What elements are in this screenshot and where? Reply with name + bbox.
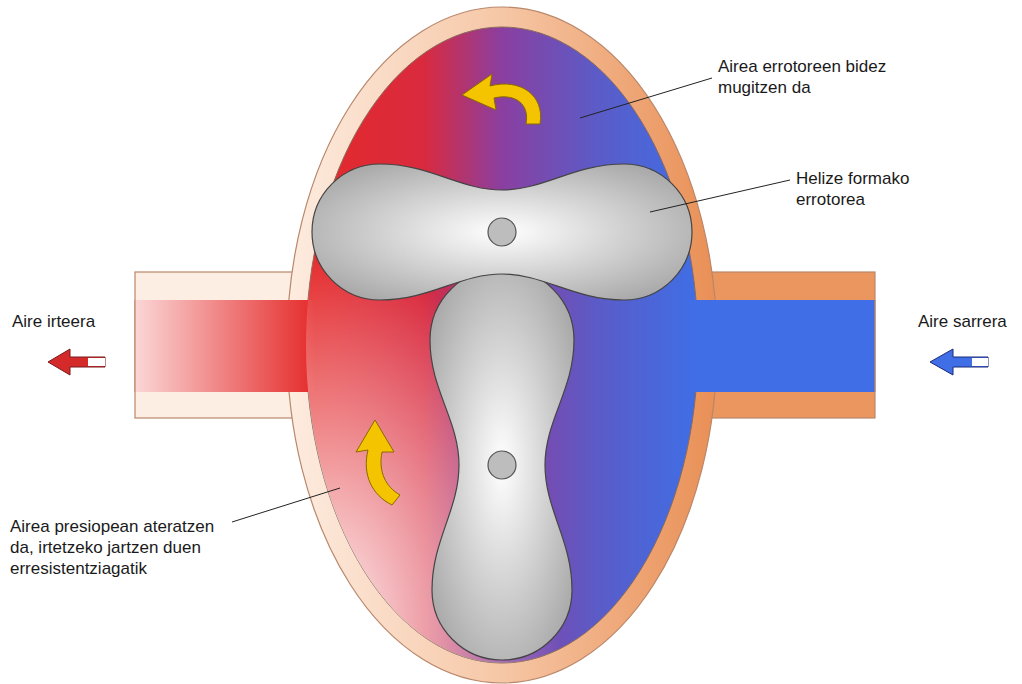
outlet-channel (135, 300, 315, 392)
upper-rotor (312, 164, 692, 300)
leader-line (580, 78, 712, 118)
inlet-arrow (930, 349, 988, 375)
callout-label: Helize formako errotorea (796, 168, 956, 210)
port-label: Aire sarrera (918, 311, 1018, 332)
rotor-shaft (488, 218, 516, 246)
air-chamber (306, 27, 698, 663)
housing (287, 7, 717, 683)
callout-label: Airea errotoreen bidez mugitzen da (718, 56, 888, 98)
inlet-channel (690, 300, 875, 392)
flow-arrow (462, 74, 541, 124)
outlet-pipe (135, 272, 315, 418)
lower-rotor (430, 268, 574, 660)
inlet-pipe (690, 272, 875, 418)
pressure-fade (306, 27, 698, 663)
callout-label: Airea presiopean ateratzen da, irtetzeko… (10, 516, 232, 579)
leader-line (650, 180, 790, 212)
port-label: Aire irteera (12, 311, 132, 332)
leader-line (232, 488, 340, 522)
outlet-arrow (48, 349, 105, 375)
flow-arrow (356, 420, 400, 505)
rotor-shaft (488, 451, 516, 479)
